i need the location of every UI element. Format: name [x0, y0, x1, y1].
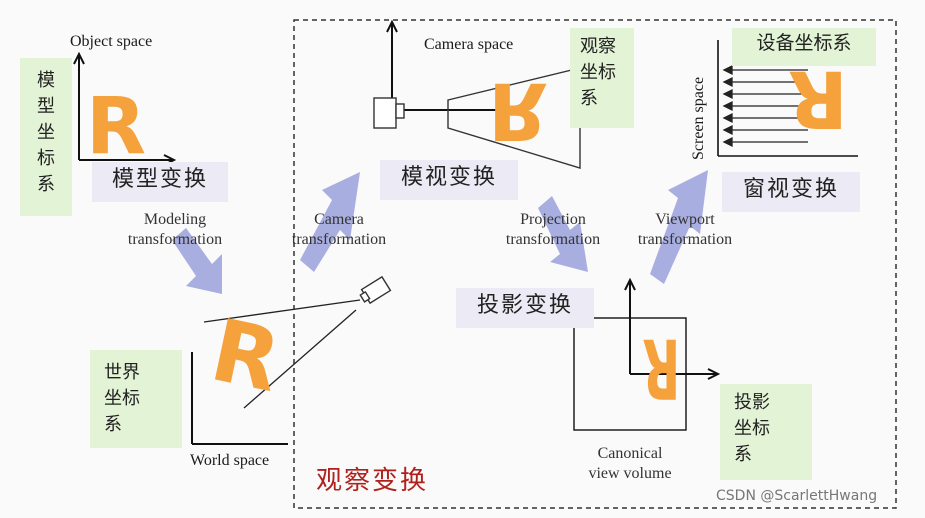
world-coords-box: 世界 坐标 系	[90, 350, 182, 448]
camera-frustum	[447, 67, 581, 169]
device-coords-box: 设备坐标系	[732, 28, 876, 66]
world-r-glyph: R	[203, 300, 289, 412]
viewport-line1: Viewport	[655, 211, 715, 228]
projection-coords-box: 投影 坐标 系	[720, 384, 812, 480]
screen-arrows	[722, 64, 808, 148]
viewport-line2: transformation	[637, 231, 733, 248]
camera-arrow	[300, 172, 360, 272]
view-transform-box: 模视变换	[380, 160, 518, 200]
camera-space-axes	[386, 19, 496, 111]
window-transform-box: 窗视变换	[722, 172, 860, 212]
projection-line1: Projection	[520, 211, 586, 228]
modeling-label: Modeling transformation	[110, 210, 240, 250]
camera-box-icon	[373, 97, 405, 129]
view-transform-label: 观察变换	[316, 466, 429, 496]
viewport-label: Viewport transformation	[620, 210, 750, 250]
projection-transform-box: 投影变换	[456, 288, 594, 328]
modeling-line2: transformation	[127, 231, 223, 248]
canonical-label: Canonical view volume	[570, 444, 690, 484]
camera-r-glyph: R	[488, 65, 548, 155]
model-transform-box: 模型变换	[92, 162, 228, 202]
projection-label: Projection transformation	[488, 210, 618, 250]
projection-arrow	[538, 196, 588, 272]
world-camera-icon	[359, 275, 392, 305]
camera-tr-line1: Camera	[314, 211, 364, 228]
camera-coords-box: 观察 坐标 系	[570, 28, 634, 128]
view-transform-region	[293, 19, 897, 509]
modeling-line1: Modeling	[143, 211, 207, 228]
camera-tr-line2: transformation	[291, 231, 387, 248]
camera-transformation-label: Camera transformation	[274, 210, 404, 250]
viewport-arrow	[650, 170, 708, 284]
canonical-line2: view volume	[588, 465, 672, 482]
world-space-axes	[191, 352, 288, 445]
camera-space-label: Camera space	[424, 36, 514, 53]
object-space-label: Object space	[70, 33, 153, 50]
screen-space-label: Screen space	[690, 76, 707, 160]
screen-space-box	[717, 40, 858, 157]
screen-r-glyph: R	[788, 53, 848, 143]
canonical-volume	[573, 277, 721, 431]
canonical-line1: Canonical	[597, 445, 663, 462]
canonical-r-glyph: R	[642, 321, 680, 417]
transformation-arrows	[172, 170, 708, 294]
object-r-glyph: R	[86, 82, 146, 172]
world-space-label: World space	[190, 452, 270, 469]
model-coords-box: 模 型 坐 标 系	[20, 58, 72, 216]
modeling-arrow	[172, 228, 222, 294]
csdn-watermark: CSDN @ScarlettHwang	[716, 488, 878, 504]
projection-line2: transformation	[505, 231, 601, 248]
